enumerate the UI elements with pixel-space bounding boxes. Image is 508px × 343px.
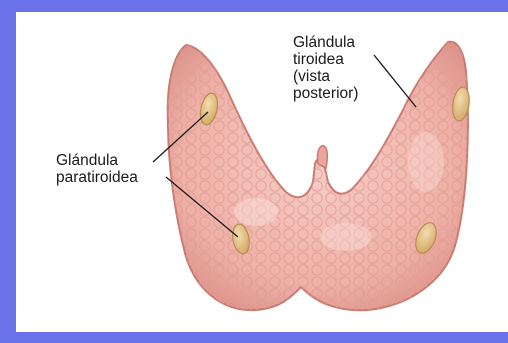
highlight <box>408 132 444 192</box>
highlight <box>320 223 372 251</box>
parathyroid-label: Glándula paratiroidea <box>56 152 196 186</box>
diagram-panel: Glándula tiroidea (vista posterior) Glán… <box>16 12 508 332</box>
pyramidal-lobe <box>317 146 327 168</box>
thyroid-label: Glándula tiroidea (vista posterior) <box>293 34 413 102</box>
highlight <box>234 198 278 226</box>
